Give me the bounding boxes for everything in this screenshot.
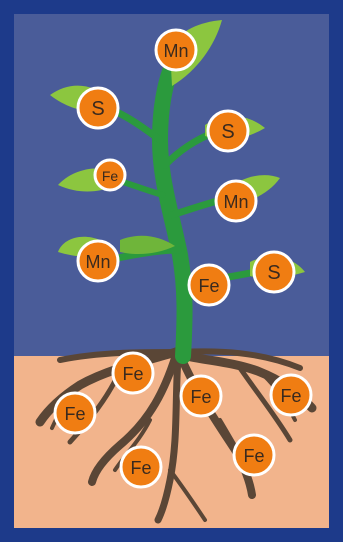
badge-label: Mn	[223, 192, 248, 212]
badge-label: Fe	[198, 276, 219, 296]
badge-lower-center: Fe	[189, 265, 229, 305]
badge-label: Fe	[280, 386, 301, 406]
badge-label: Fe	[64, 404, 85, 424]
badge-label: S	[91, 98, 104, 120]
badge-label: S	[267, 262, 280, 284]
badge-mid-left: Fe	[95, 160, 125, 190]
badge-root-left: Fe	[55, 393, 95, 433]
badge-label: Fe	[130, 458, 151, 478]
badge-root-bottom-right: Fe	[234, 435, 274, 475]
badge-root-bottom-left: Fe	[121, 447, 161, 487]
badge-label: Fe	[102, 168, 119, 184]
badge-label: Fe	[243, 446, 264, 466]
badge-top: Mn	[156, 30, 196, 70]
badge-upper-right: S	[208, 111, 248, 151]
badge-label: Fe	[122, 364, 143, 384]
badge-root-center: Fe	[181, 376, 221, 416]
badge-upper-left: S	[78, 88, 118, 128]
badge-root-top: Fe	[113, 353, 153, 393]
badge-root-right: Fe	[271, 375, 311, 415]
badge-label: Mn	[85, 252, 110, 272]
badge-lower-left: Mn	[78, 241, 118, 281]
badge-mid-right: Mn	[216, 181, 256, 221]
badge-label: Mn	[163, 41, 188, 61]
badge-lower-right: S	[254, 252, 294, 292]
badge-label: Fe	[190, 387, 211, 407]
badge-label: S	[221, 121, 234, 143]
